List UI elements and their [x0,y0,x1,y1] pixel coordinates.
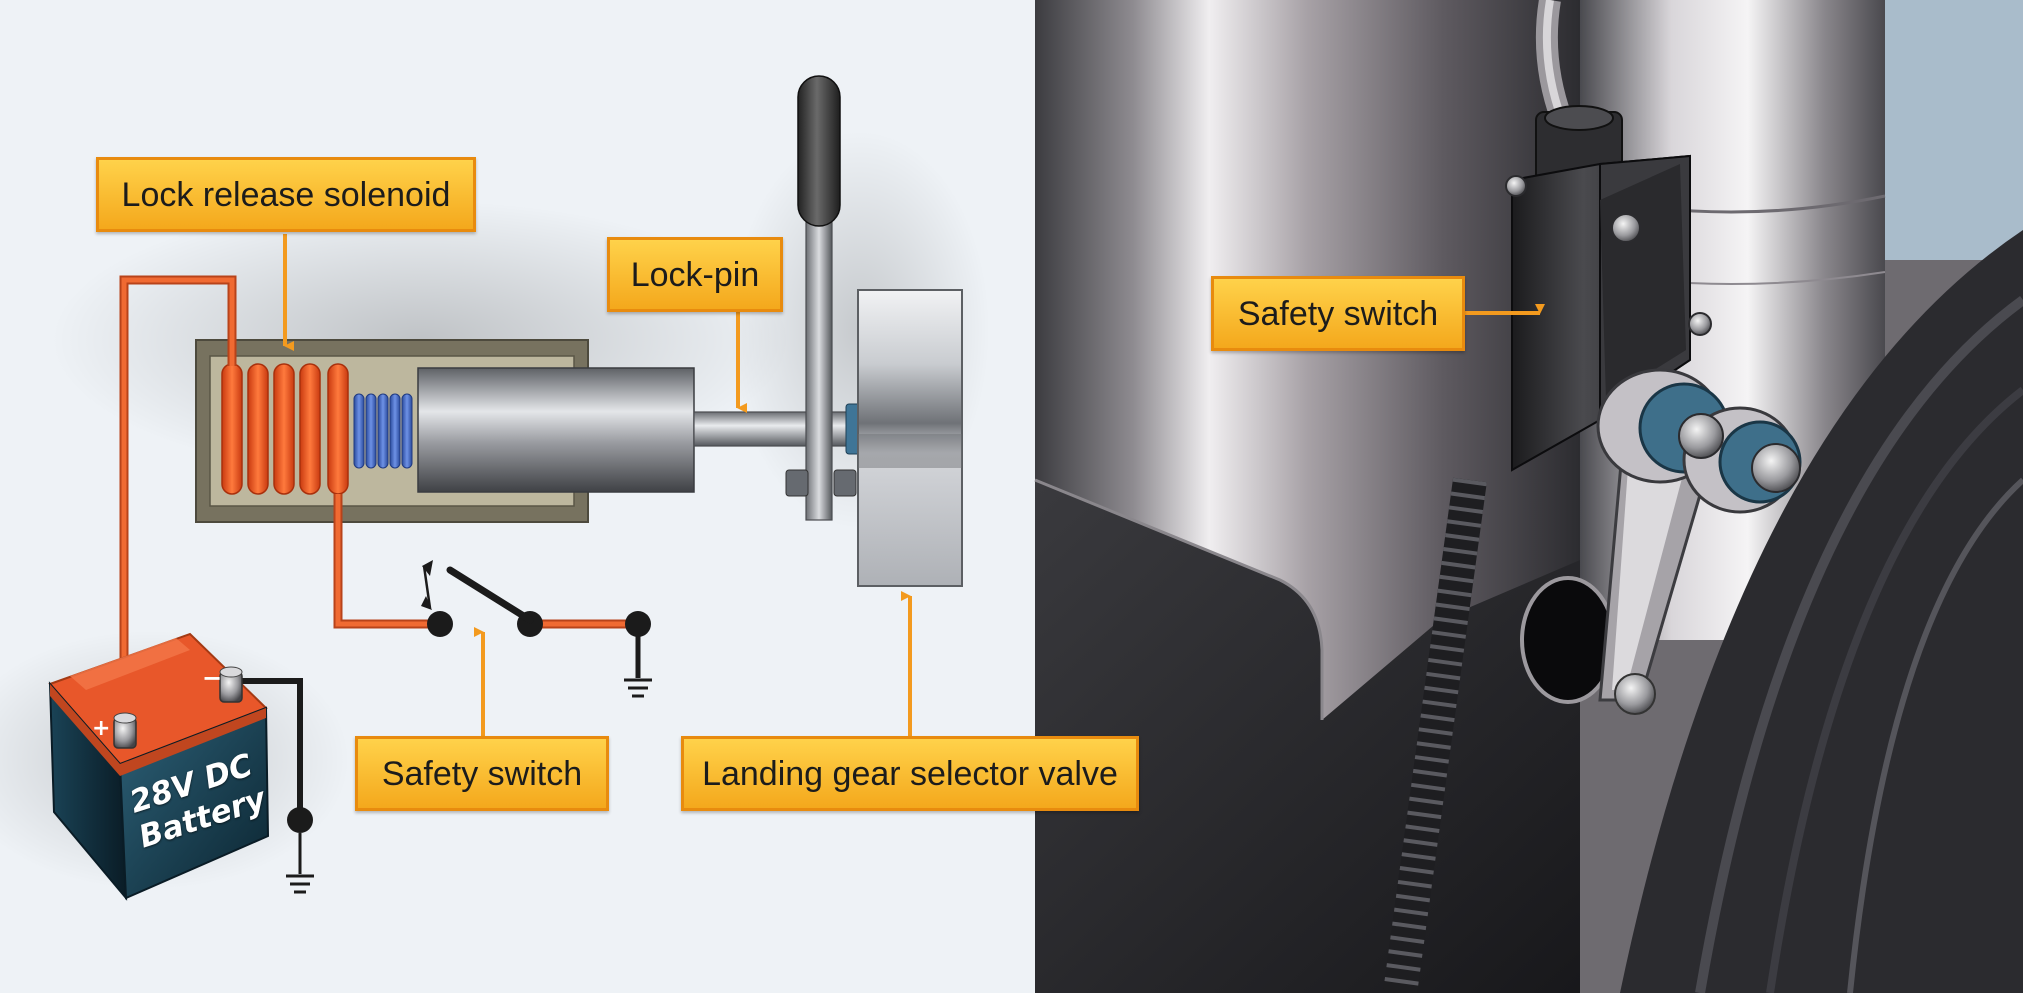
schematic-panel: + − [0,75,990,901]
battery-minus-mark: − [202,664,222,692]
bolt-nuts [1505,175,1801,493]
safety-switch-contacts [421,560,651,637]
safety-switch-label-right: Safety switch [1237,294,1439,333]
strut-fairing [1035,480,1580,993]
return-spring [353,393,413,469]
battery-terminal-positive [113,712,137,749]
battery-terminal-negative [219,666,243,703]
leader-arrows-left [283,234,912,738]
strut-illustration-panel [1034,0,2023,993]
conduit-cable [1383,0,1573,993]
callout-lock-pin: Lock-pin [607,237,783,312]
battery-plus-mark: + [92,716,110,741]
ground-symbol [624,678,652,698]
wiring [119,275,641,820]
callout-safety-switch-right: Safety switch [1211,276,1465,351]
lock-release-solenoid-label: Lock release solenoid [121,175,451,214]
solenoid-plunger [417,367,695,493]
lock-pin [693,411,865,447]
callout-lock-release-solenoid: Lock release solenoid [96,157,476,232]
callout-safety-switch-left: Safety switch [355,736,609,811]
tire [1620,230,2023,993]
battery [48,632,270,901]
callout-landing-gear-selector-valve: Landing gear selector valve [681,736,1139,811]
landing-gear-selector-valve-label: Landing gear selector valve [702,754,1118,793]
ground-symbol [286,807,314,894]
landing-gear-selector-valve [857,289,963,587]
safety-switch-label-left: Safety switch [381,754,583,793]
lock-pin-label: Lock-pin [630,255,760,294]
solenoid-coil [221,363,349,495]
